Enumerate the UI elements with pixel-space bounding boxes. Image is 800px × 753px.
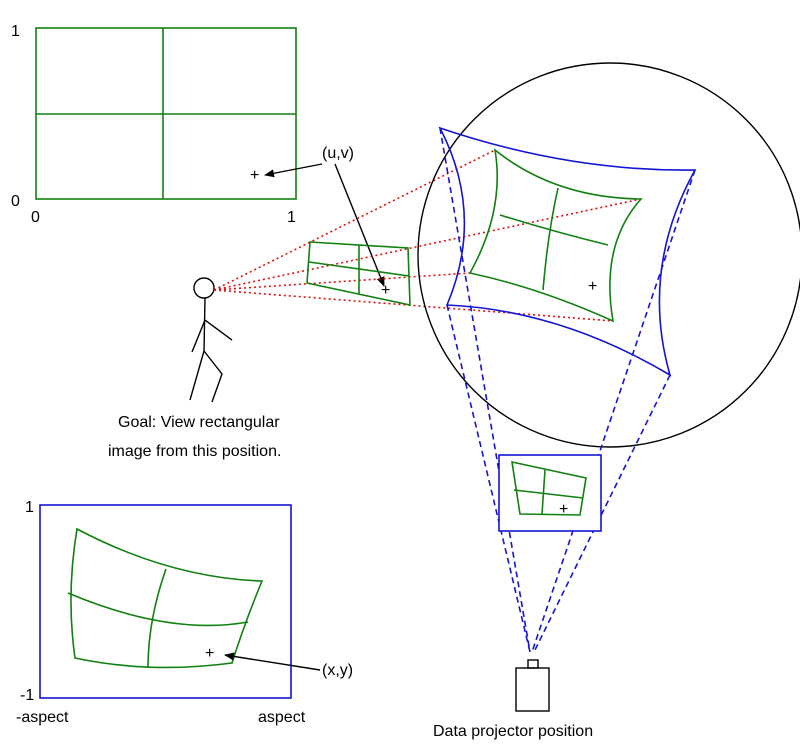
xy-y-top-label: 1 bbox=[25, 499, 34, 516]
dome-grid-hline bbox=[499, 214, 609, 246]
uv-y-bottom-label: 0 bbox=[11, 193, 20, 210]
viewer-arm-right bbox=[204, 319, 233, 341]
viewer-caption-line1: Goal: View rectangular bbox=[118, 414, 280, 431]
xy-point-label: (x,y) bbox=[322, 662, 353, 679]
uv-x-right-label: 1 bbox=[287, 209, 296, 226]
sight-line-upper bbox=[213, 198, 642, 291]
xy-warped-outline bbox=[70, 527, 264, 669]
dome-projected-frame bbox=[438, 126, 697, 377]
viewer-leg-left bbox=[189, 350, 205, 401]
xy-y-bottom-label: -1 bbox=[20, 687, 34, 704]
projector-lens bbox=[527, 659, 539, 669]
xy-x-left-label: -aspect bbox=[16, 709, 69, 726]
viewer-image-hline bbox=[308, 261, 410, 277]
viewer-figure bbox=[189, 277, 233, 403]
uv-arrow-to-view bbox=[334, 163, 385, 287]
viewer-head bbox=[193, 277, 215, 299]
viewer-arm-left bbox=[191, 319, 206, 353]
viewer-image-outline bbox=[306, 241, 411, 306]
sight-line-top bbox=[213, 149, 496, 291]
sight-line-lower bbox=[213, 272, 471, 291]
dome-circle bbox=[417, 62, 800, 448]
uv-point-label: (u,v) bbox=[322, 145, 354, 162]
projector-image-point-marker: + bbox=[559, 501, 568, 518]
data-projector bbox=[515, 659, 550, 712]
uv-point-marker: + bbox=[250, 167, 259, 184]
xy-point-marker: + bbox=[205, 645, 214, 662]
projection-line-4 bbox=[533, 374, 671, 653]
xy-arrow bbox=[224, 652, 321, 671]
viewer-caption-line2: image from this position. bbox=[108, 443, 281, 460]
sight-line-bottom bbox=[213, 289, 614, 322]
xy-warped-hline bbox=[67, 592, 249, 627]
projector-image-frame bbox=[498, 454, 602, 532]
viewer-image-point-marker: + bbox=[381, 282, 390, 299]
xy-warped-vline bbox=[147, 568, 167, 669]
xy-x-right-label: aspect bbox=[258, 709, 306, 726]
dome-grid-vline bbox=[542, 187, 559, 291]
dome-warped-grid: + bbox=[468, 148, 643, 323]
projection-line-1 bbox=[439, 127, 531, 653]
dome-point-marker: + bbox=[588, 278, 597, 295]
projector-image-warp bbox=[511, 460, 587, 516]
projector-image-hline bbox=[513, 489, 584, 499]
viewer-body bbox=[203, 297, 206, 352]
xy-rect bbox=[39, 504, 292, 699]
dome-grid-outline bbox=[468, 148, 643, 323]
projector-label: Data projector position bbox=[433, 723, 593, 740]
uv-y-top-label: 1 bbox=[11, 23, 20, 40]
sight-lines bbox=[213, 149, 642, 322]
uv-panel: 1 0 0 1 + bbox=[11, 23, 297, 226]
projector-image-vline bbox=[541, 469, 546, 515]
uv-arrow-to-texture bbox=[264, 163, 323, 178]
projection-line-2 bbox=[531, 169, 696, 653]
xy-panel: + 1 -1 -aspect aspect bbox=[16, 499, 306, 726]
viewer-image-panel: + bbox=[306, 241, 411, 306]
projector-body bbox=[515, 667, 550, 712]
viewer-leg-right bbox=[203, 350, 223, 403]
uv-x-left-label: 0 bbox=[31, 209, 40, 226]
projector-image-panel: + bbox=[498, 454, 602, 532]
projection-lines bbox=[439, 127, 696, 653]
